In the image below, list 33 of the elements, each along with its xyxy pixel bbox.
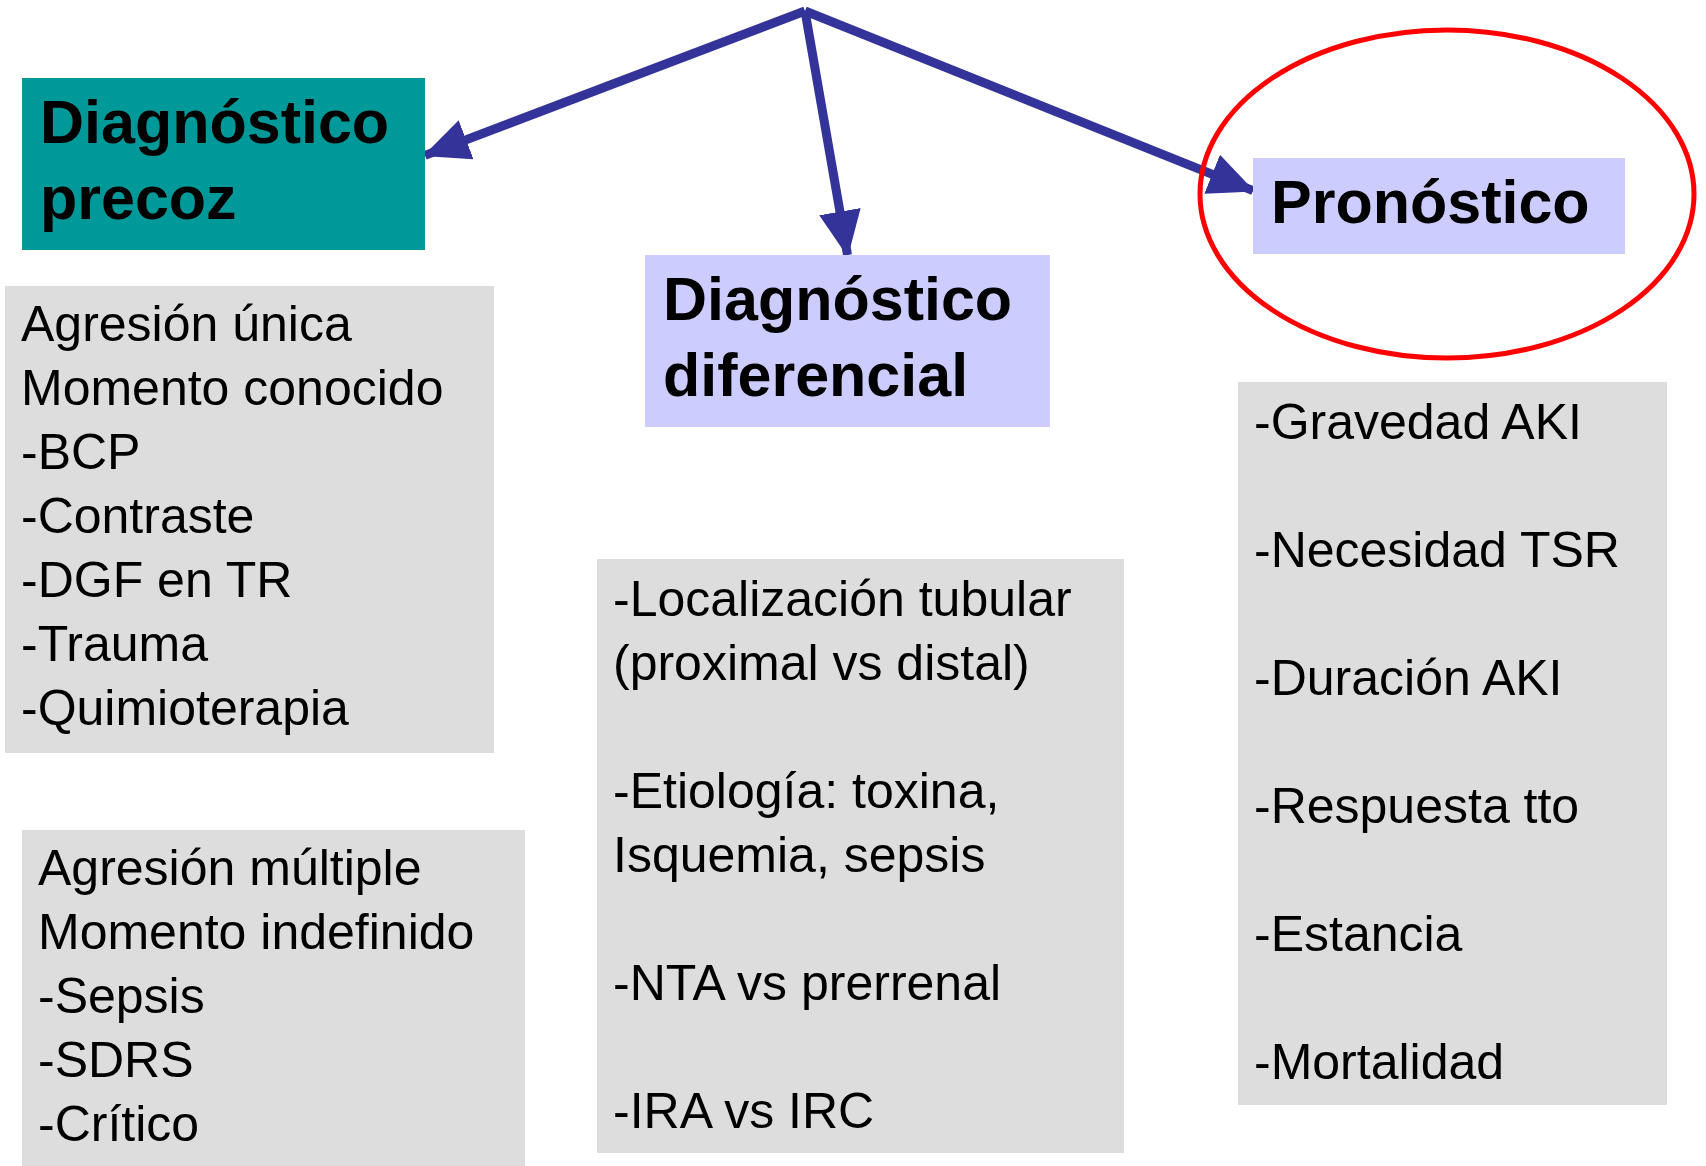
text-line: -BCP (21, 423, 142, 482)
text-line: Diagnóstico precoz (40, 87, 391, 234)
text-box (22, 830, 525, 1166)
text-line: -NTA vs prerrenal (613, 954, 1003, 1013)
text-line: -Etiología: toxina, Isquemia, sepsis (613, 762, 1001, 885)
text-line: -Contraste (21, 487, 256, 546)
text-line: Diagnóstico diferencial (663, 264, 1014, 411)
text-line: -DGF en TR (21, 551, 294, 610)
text-line: -Gravedad AKI (1254, 393, 1583, 452)
text-line: Pronóstico (1271, 167, 1591, 238)
text-box (5, 286, 494, 753)
arrow (803, 6, 1255, 195)
text-line: -Localización tubular (proximal vs distal) (613, 570, 1073, 693)
text-box (597, 559, 1124, 1153)
text-line: -IRA vs IRC (613, 1082, 876, 1141)
text-box (645, 255, 1050, 427)
text-line: -Estancia (1254, 905, 1464, 964)
text-box (1253, 158, 1625, 254)
text-line: -Necesidad TSR (1254, 521, 1621, 580)
text-line: -Sepsis (38, 967, 206, 1026)
text-box (22, 78, 425, 250)
text-line: -Trauma (21, 615, 210, 674)
text-line: -Respuesta tto (1254, 777, 1581, 836)
text-line: Agresión única (21, 295, 353, 354)
text-line: Momento indefinido (38, 903, 476, 962)
text-line: -Quimioterapia (21, 679, 350, 738)
text-line: -SDRS (38, 1031, 195, 1090)
text-line: -Crítico (38, 1095, 201, 1154)
text-line: Momento conocido (21, 359, 445, 418)
text-line: -Mortalidad (1254, 1033, 1506, 1092)
text-line: -Duración AKI (1254, 649, 1564, 708)
text-box (1238, 382, 1667, 1105)
text-line: Agresión múltiple (38, 839, 423, 898)
